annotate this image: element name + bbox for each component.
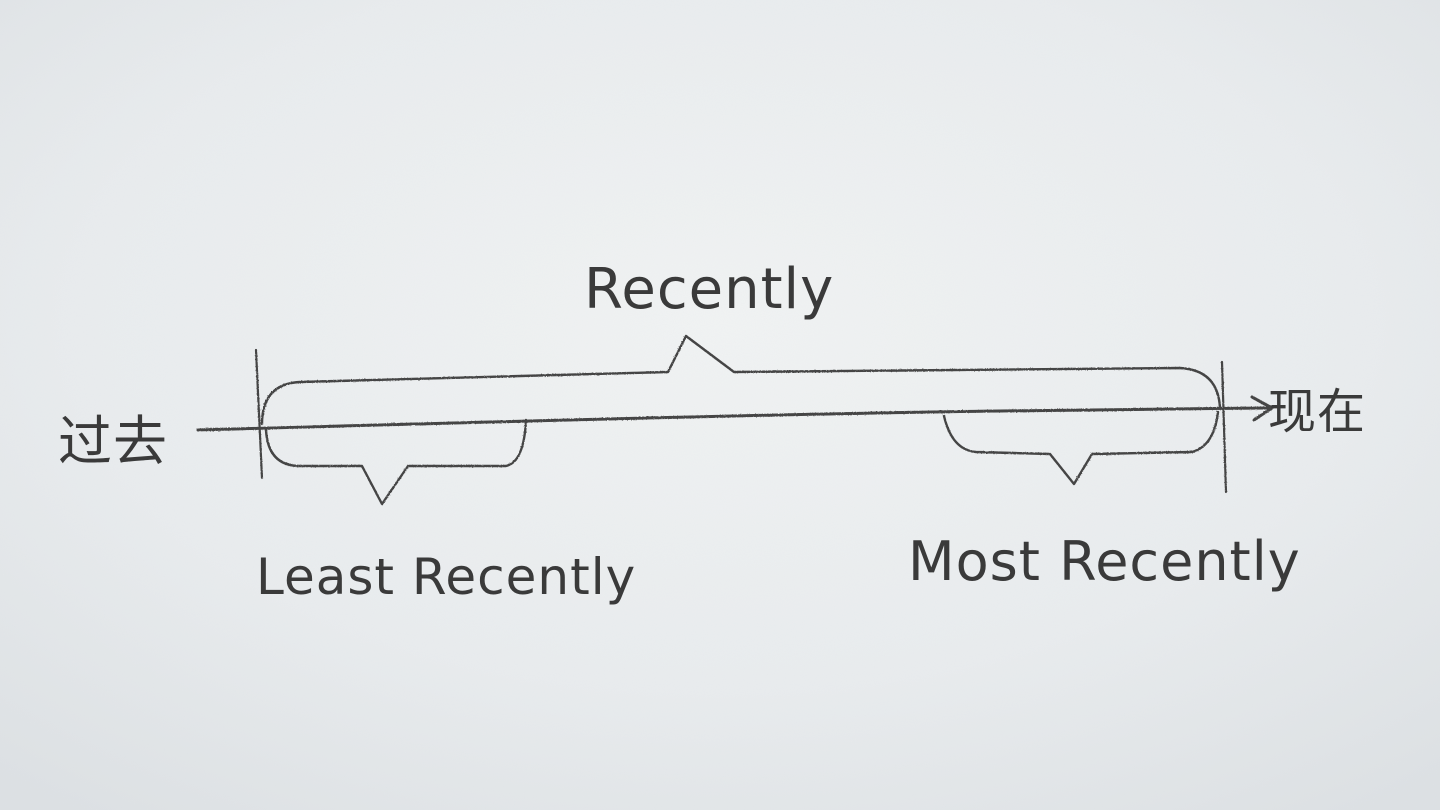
most-recently-label: Most Recently xyxy=(908,530,1301,593)
timeline-axis xyxy=(196,406,1270,432)
end-tick xyxy=(1220,360,1228,494)
least-recently-label: Least Recently xyxy=(256,548,636,606)
arrow-head-icon xyxy=(1250,395,1274,422)
least-recently-brace xyxy=(264,418,528,506)
end-label: 现在 xyxy=(1268,384,1366,440)
most-recently-brace xyxy=(942,410,1220,486)
recently-label: Recently xyxy=(584,257,834,322)
start-label: 过去 xyxy=(58,410,168,473)
start-tick xyxy=(254,348,264,480)
overall-brace xyxy=(260,334,1222,426)
